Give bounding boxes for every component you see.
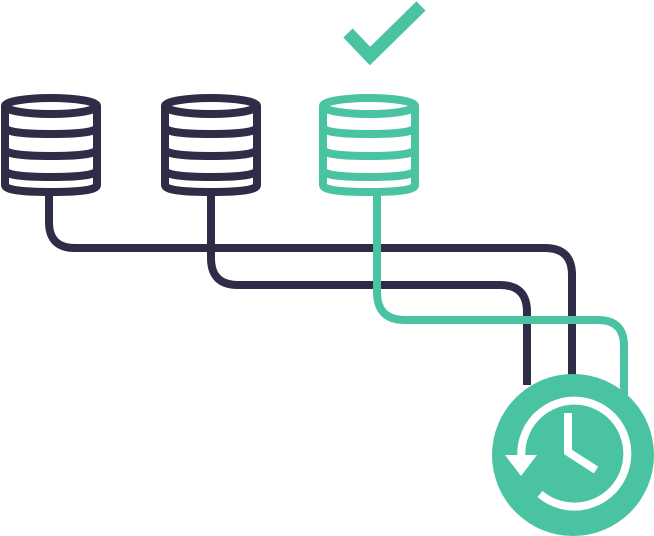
database-icon <box>161 94 261 197</box>
database-icon-selected <box>319 94 419 197</box>
connector-line-1 <box>45 195 576 380</box>
checkmark-icon <box>343 1 426 66</box>
connector-line-3 <box>373 195 628 395</box>
backup-restore-clock-icon <box>492 374 654 536</box>
database-icon <box>1 94 101 197</box>
connector-line-2 <box>207 195 531 385</box>
